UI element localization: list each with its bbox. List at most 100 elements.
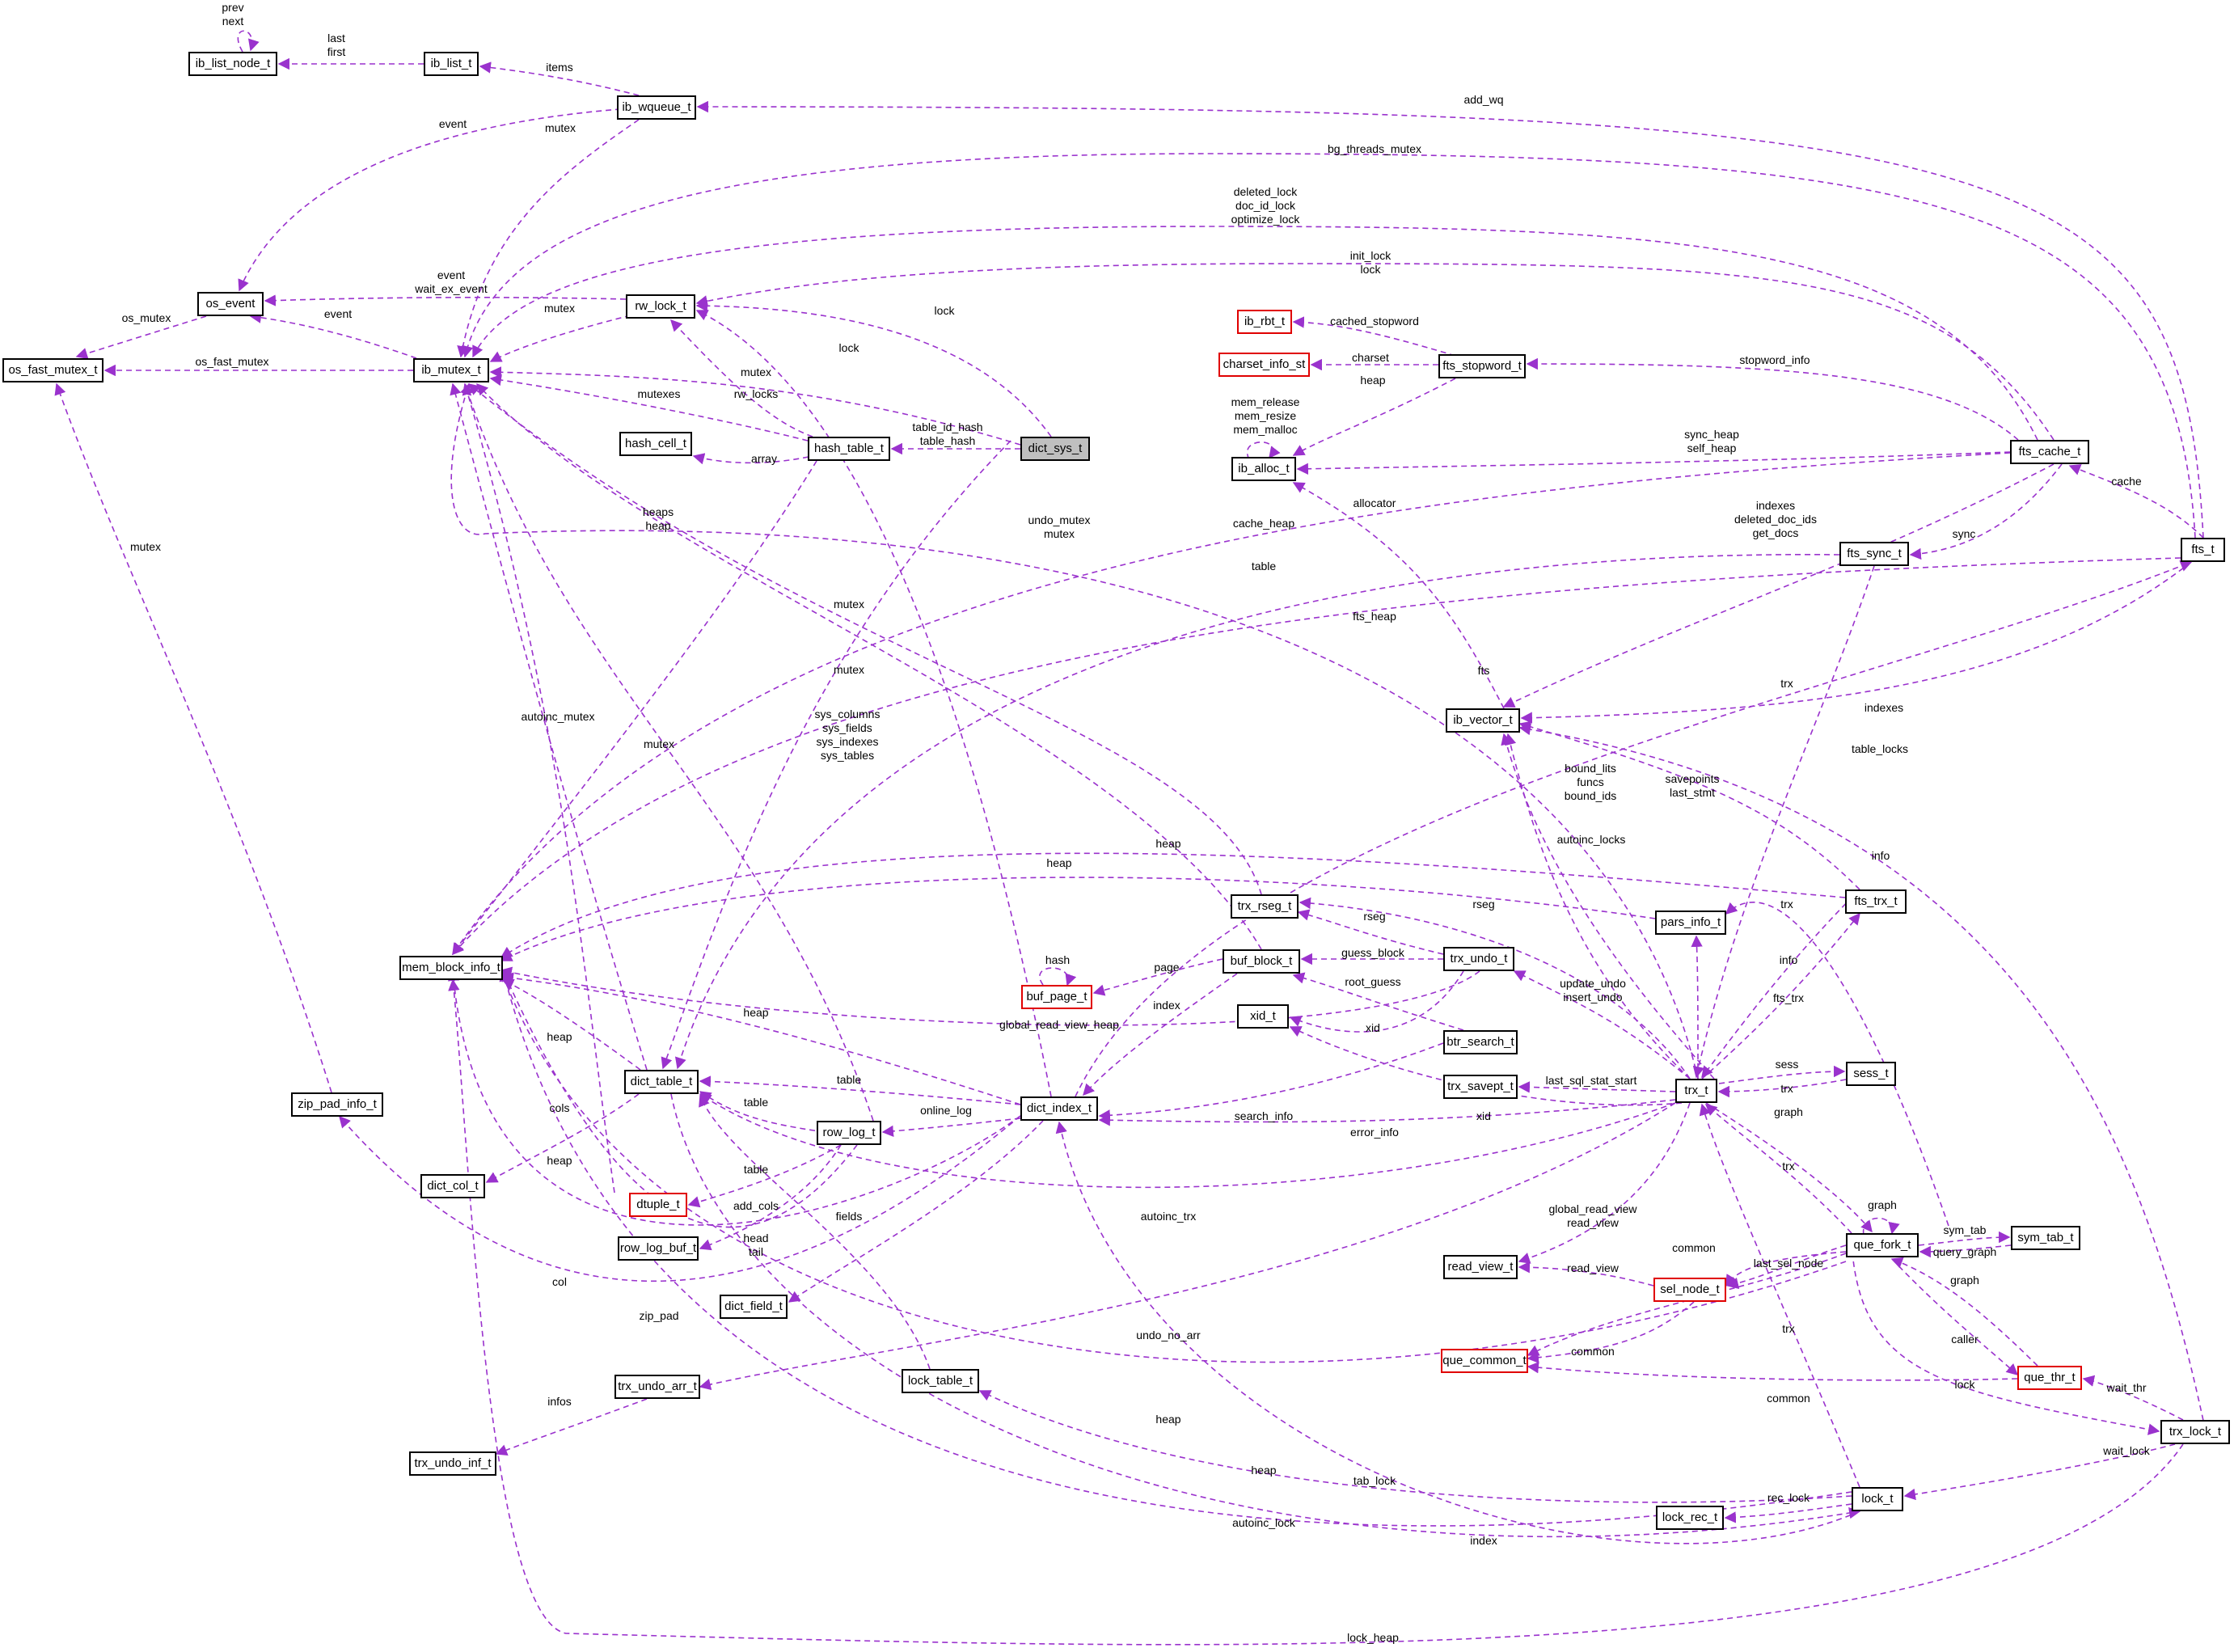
node-fts_sync_t[interactable]: fts_sync_t [1839, 542, 1909, 566]
node-fts_stopword_t[interactable]: fts_stopword_t [1438, 354, 1526, 378]
node-lock_rec_t[interactable]: lock_rec_t [1656, 1506, 1724, 1530]
node-trx_undo_arr_t[interactable]: trx_undo_arr_t [614, 1375, 700, 1399]
edge-3 [696, 100, 2204, 539]
edge-64 [501, 979, 641, 1071]
edge-label-line: wait_ex_event [414, 282, 488, 295]
edge-label-line: indexes [1756, 499, 1795, 512]
edge-label-page: page [1154, 961, 1179, 974]
node-mem_block_info_t[interactable]: mem_block_info_t [399, 956, 503, 980]
node-rw_lock_t[interactable]: rw_lock_t [626, 294, 695, 319]
edge-label-line: doc_id_lock [1235, 199, 1296, 212]
node-ib_mutex_t[interactable]: ib_mutex_t [413, 358, 489, 382]
edge-98 [699, 1102, 1676, 1391]
edge-label-line: table_hash [920, 434, 976, 447]
edge-label-line: rseg [1363, 910, 1385, 923]
node-lock_table_t[interactable]: lock_table_t [902, 1369, 979, 1393]
node-read_view_t[interactable]: read_view_t [1443, 1255, 1518, 1279]
edge-label-line: os_mutex [122, 311, 171, 324]
edge-11 [489, 315, 631, 362]
node-que_fork_t[interactable]: que_fork_t [1846, 1233, 1919, 1257]
edge-67 [699, 1091, 826, 1133]
node-fts_t[interactable]: fts_t [2181, 538, 2225, 562]
edge-label-cached_stopword: cached_stopword [1330, 315, 1419, 327]
node-trx_lock_t[interactable]: trx_lock_t [2160, 1420, 2230, 1444]
edge-label-os_fast_mutex: os_fast_mutex [195, 355, 268, 368]
edge-54 [1039, 967, 1077, 987]
node-zip_pad_info_t[interactable]: zip_pad_info_t [291, 1092, 383, 1117]
node-dict_index_t[interactable]: dict_index_t [1020, 1096, 1098, 1121]
edge-label-line: mutex [545, 121, 576, 134]
node-dict_table_t[interactable]: dict_table_t [624, 1070, 699, 1094]
node-btr_search_t[interactable]: btr_search_t [1443, 1030, 1518, 1054]
edge-label-os_mutex: os_mutex [122, 311, 171, 324]
node-dict_sys_t[interactable]: dict_sys_t [1020, 437, 1090, 461]
edge-label-add_wq: add_wq [1463, 93, 1503, 106]
edge-label-line: last_sql_stat_start [1546, 1074, 1637, 1087]
edge-label-line: get_docs [1753, 526, 1799, 539]
edge-31 [452, 452, 2011, 956]
node-lock_t[interactable]: lock_t [1852, 1487, 1903, 1511]
node-trx_t[interactable]: trx_t [1675, 1079, 1717, 1103]
node-sel_node_t[interactable]: sel_node_t [1653, 1278, 1726, 1302]
node-hash_table_t[interactable]: hash_table_t [808, 437, 890, 461]
node-ib_list_t[interactable]: ib_list_t [424, 52, 479, 76]
edge-30 [1292, 482, 1505, 709]
node-charset_info_st[interactable]: charset_info_st [1218, 353, 1310, 377]
node-os_fast_mutex_t[interactable]: os_fast_mutex_t [2, 358, 103, 382]
node-row_log_buf_t[interactable]: row_log_buf_t [618, 1236, 699, 1261]
edge-37 [467, 383, 1262, 895]
node-dict_col_t[interactable]: dict_col_t [420, 1174, 485, 1198]
edge-label-line: query_graph [1933, 1245, 1997, 1258]
node-xid_t[interactable]: xid_t [1237, 1004, 1289, 1029]
edge-label-line: common [1571, 1345, 1615, 1358]
node-fts_cache_t[interactable]: fts_cache_t [2010, 440, 2089, 464]
node-dict_field_t[interactable]: dict_field_t [720, 1295, 788, 1319]
node-hash_cell_t[interactable]: hash_cell_t [619, 432, 692, 456]
node-os_event[interactable]: os_event [197, 292, 264, 316]
node-trx_savept_t[interactable]: trx_savept_t [1443, 1075, 1518, 1099]
edge-label-line: last_sel_node [1754, 1257, 1824, 1270]
edge-label-online_log: online_log [920, 1104, 972, 1117]
edge-label-line: trx [1782, 1160, 1795, 1172]
node-trx_undo_inf_t[interactable]: trx_undo_inf_t [409, 1451, 496, 1476]
node-sess_t[interactable]: sess_t [1846, 1062, 1896, 1086]
edge-label-line: info [1872, 849, 1890, 862]
edge-label-hash: hash [1045, 953, 1070, 966]
edge-label-line: sess [1776, 1058, 1799, 1071]
edge-label-query_graph: query_graph [1933, 1245, 1997, 1258]
node-ib_list_node_t[interactable]: ib_list_node_t [188, 52, 277, 76]
edge-label-line: global_read_view_heap [999, 1018, 1119, 1031]
node-ib_wqueue_t[interactable]: ib_wqueue_t [617, 95, 696, 120]
node-sym_tab_t[interactable]: sym_tab_t [2011, 1226, 2080, 1250]
edge-label-line: items [546, 61, 572, 74]
edge-label-mutex_dict_sys: mutex [741, 365, 771, 378]
node-ib_alloc_t[interactable]: ib_alloc_t [1231, 457, 1296, 481]
node-buf_page_t[interactable]: buf_page_t [1021, 985, 1092, 1009]
node-pars_info_t[interactable]: pars_info_t [1655, 911, 1726, 935]
node-ib_rbt_t[interactable]: ib_rbt_t [1237, 310, 1292, 334]
node-fts_trx_t[interactable]: fts_trx_t [1845, 889, 1907, 914]
node-que_thr_t[interactable]: que_thr_t [2017, 1366, 2082, 1390]
node-trx_undo_t[interactable]: trx_undo_t [1443, 947, 1514, 971]
edge-94 [1527, 1253, 1847, 1356]
edge-label-heap_que: heap [1155, 1413, 1180, 1426]
edge-label-line: cached_stopword [1330, 315, 1419, 327]
node-trx_rseg_t[interactable]: trx_rseg_t [1231, 894, 1299, 919]
node-ib_vector_t[interactable]: ib_vector_t [1446, 708, 1520, 733]
node-buf_block_t[interactable]: buf_block_t [1223, 949, 1300, 974]
node-row_log_t[interactable]: row_log_t [817, 1121, 881, 1145]
edge-label-line: indexes [1864, 701, 1903, 714]
edge-label-line: sys_tables [821, 749, 874, 762]
node-dtuple_t[interactable]: dtuple_t [629, 1193, 687, 1217]
edge-label-allocator: allocator [1353, 496, 1396, 509]
edge-label-line: tail [749, 1245, 763, 1258]
node-que_common_t[interactable]: que_common_t [1441, 1349, 1528, 1373]
edge-90 [1518, 1261, 1654, 1287]
edge-103 [978, 1390, 1852, 1503]
edge-95 [1527, 1301, 1695, 1363]
